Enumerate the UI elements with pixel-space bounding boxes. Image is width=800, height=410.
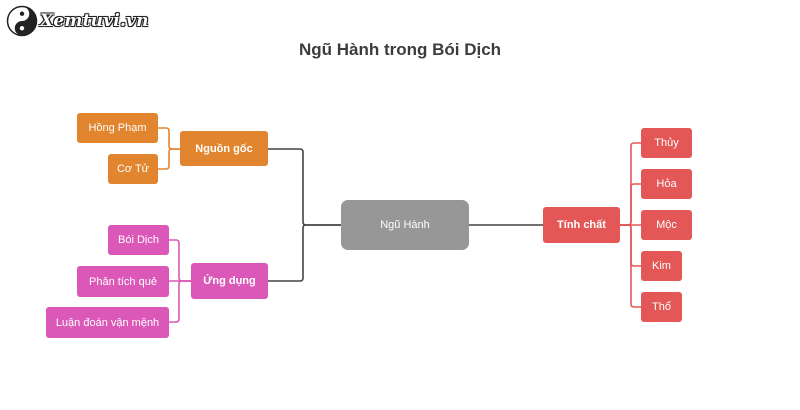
branch-node-ung-dung[interactable]: Ứng dụng (191, 263, 268, 299)
leaf-node-tho[interactable]: Thổ (641, 292, 682, 322)
leaf-node-kim[interactable]: Kim (641, 251, 682, 281)
link-tinh-chat-tho (620, 224, 641, 308)
leaf-node-hong-pham[interactable]: Hồng Phạm (77, 113, 158, 143)
branch-node-tinh-chat[interactable]: Tính chất (543, 207, 620, 243)
leaf-node-phan-tich-que[interactable]: Phân tích quẻ (77, 266, 169, 297)
leaf-node-co-tu[interactable]: Cơ Tử (108, 154, 158, 184)
link-ung-dung-luan-doan (169, 280, 191, 323)
branch-node-nguon-goc[interactable]: Nguồn gốc (180, 131, 268, 166)
leaf-node-hoa[interactable]: Hỏa (641, 169, 692, 199)
link-tinh-chat-hoa (620, 183, 641, 226)
leaf-node-thuy[interactable]: Thủy (641, 128, 692, 158)
leaf-node-moc[interactable]: Mộc (641, 210, 692, 240)
site-logo[interactable]: Xemtuvi.vn (6, 4, 149, 38)
logo-text: Xemtuvi.vn (40, 11, 149, 31)
root-node-ngu-hanh[interactable]: Ngũ Hành (341, 200, 469, 250)
leaf-node-boi-dich[interactable]: Bói Dịch (108, 225, 169, 255)
diagram-title: Ngũ Hành trong Bói Dịch (298, 40, 502, 59)
link-nguon-goc-co-tu (158, 148, 180, 170)
link-ung-dung-boi-dich (169, 239, 191, 282)
link-nguon-goc-hong-pham (158, 127, 180, 150)
yin-yang-icon (6, 5, 38, 37)
leaf-node-luan-doan-van-menh[interactable]: Luận đoán vận mệnh (46, 307, 169, 338)
link-root-nguon-goc (268, 148, 341, 226)
link-root-ung-dung (268, 224, 341, 282)
